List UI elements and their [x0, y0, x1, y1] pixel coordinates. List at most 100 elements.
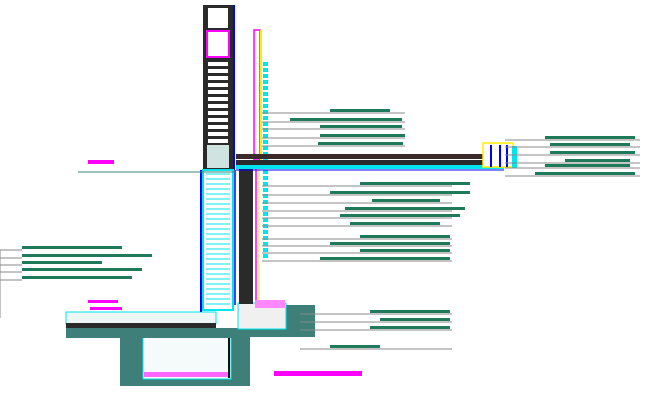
slab-top: [236, 154, 484, 159]
insulation-dot: [263, 176, 268, 180]
insulation-dot: [263, 134, 268, 138]
insulation-dot: [263, 212, 268, 216]
brick-course: [208, 76, 228, 80]
brick-course: [208, 62, 228, 66]
annotation-text: [22, 276, 132, 279]
column-magenta-panel: [206, 30, 230, 58]
insulation-dot: [263, 128, 268, 132]
annotation-text: [545, 164, 630, 167]
annotation-text: [320, 125, 402, 128]
annotation-text: [22, 254, 152, 257]
section-title-marker: [274, 371, 362, 376]
footing-fill: [142, 333, 232, 380]
slab-insulation: [236, 165, 504, 169]
insulation-dot: [263, 146, 268, 150]
annotation-text: [350, 222, 440, 225]
foundation: [65, 300, 315, 386]
annotation-labels: [0, 109, 640, 376]
insulation-dot: [263, 68, 268, 72]
lower-column: [202, 169, 234, 311]
annotation-text: [330, 242, 450, 245]
brick-course: [208, 90, 228, 94]
annotation-text: [360, 249, 450, 252]
annotation-text: [535, 172, 635, 175]
lower-wall: [239, 166, 253, 304]
brick-course: [208, 69, 228, 73]
annotation-text: [545, 136, 635, 139]
annotation-text: [330, 191, 470, 194]
insulation-dot: [263, 200, 268, 204]
insulation-dot: [263, 110, 268, 114]
insulation-dot: [263, 218, 268, 222]
cladding: [239, 29, 268, 304]
annotation-text: [330, 109, 390, 112]
floor-base: [66, 328, 250, 338]
insulation-dot: [263, 206, 268, 210]
insulation-dot: [263, 86, 268, 90]
insulation-dot: [263, 236, 268, 240]
insulation-dot: [263, 116, 268, 120]
annotation-text: [550, 151, 635, 154]
brick-course: [208, 125, 228, 129]
insulation-dot: [263, 62, 268, 66]
annotation-text: [290, 118, 402, 121]
insulation-dot: [263, 194, 268, 198]
annotation-text: [360, 235, 450, 238]
annotation-text: [380, 318, 450, 321]
insulation-dot: [263, 248, 268, 252]
brick-course: [208, 139, 228, 143]
level-marker: [88, 300, 118, 303]
roof-slab: [78, 142, 517, 173]
brick-course: [208, 104, 228, 108]
annotation-text: [370, 310, 450, 313]
insulation-dot: [263, 242, 268, 246]
insulation-dot: [263, 140, 268, 144]
annotation-text: [22, 246, 122, 249]
insulation-dot: [263, 182, 268, 186]
insulation-dot: [263, 170, 268, 174]
insulation-dot: [263, 98, 268, 102]
insulation-dots: [263, 62, 268, 258]
annotation-text: [22, 268, 142, 271]
column-top-void: [208, 8, 228, 28]
annotation-text: [345, 207, 465, 210]
annotation-text: [22, 261, 102, 264]
brick-course: [208, 118, 228, 122]
lower-column-courses: [206, 173, 230, 305]
level-marker: [88, 160, 114, 164]
brick-column: [200, 5, 236, 312]
annotation-text: [320, 257, 450, 260]
floor-screed: [66, 323, 216, 328]
floor-slab: [65, 311, 217, 325]
annotation-text: [370, 326, 450, 329]
annotation-text: [330, 345, 380, 348]
slab-core: [236, 160, 484, 165]
brick-course: [208, 132, 228, 136]
level-marker: [90, 307, 122, 310]
insulation-dot: [263, 92, 268, 96]
insulation-dot: [263, 104, 268, 108]
brick-course: [208, 97, 228, 101]
column-concrete: [207, 145, 229, 168]
insulation-dot: [263, 80, 268, 84]
footing-membrane: [144, 372, 230, 377]
brick-course: [208, 83, 228, 87]
insulation-dot: [263, 188, 268, 192]
brick-course: [208, 111, 228, 115]
column-courses: [208, 62, 228, 143]
annotation-text: [565, 159, 630, 162]
insulation-dot: [263, 254, 268, 258]
annotation-text: [372, 199, 440, 202]
insulation-dot: [263, 74, 268, 78]
insulation-dot: [263, 230, 268, 234]
upper-cladding: [253, 29, 261, 161]
plinth-insulation: [255, 300, 285, 308]
parapet-insulation: [512, 146, 517, 168]
annotation-text: [320, 134, 405, 137]
annotation-text: [318, 142, 403, 145]
annotation-text: [550, 143, 630, 146]
annotation-text: [360, 182, 470, 185]
annotation-text: [340, 214, 460, 217]
insulation-dot: [263, 122, 268, 126]
